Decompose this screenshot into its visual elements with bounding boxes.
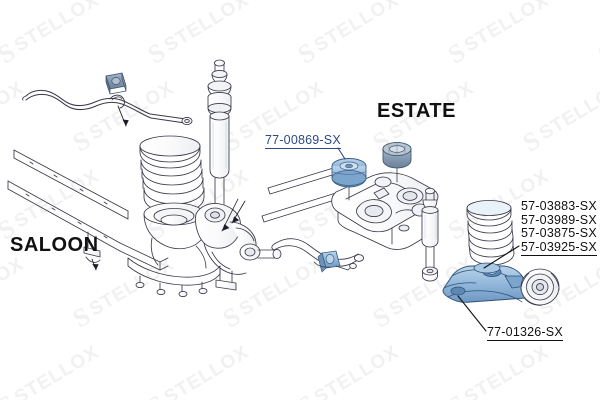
section-title-estate: ESTATE: [377, 100, 456, 122]
saloon-anti-roll-bar-bushing-clamp: [105, 72, 127, 95]
part-number-coil-spring-1[interactable]: 57-03883-SX: [521, 199, 597, 213]
estate-wheel-bearing-hub: [520, 268, 560, 306]
part-number-coil-spring-3[interactable]: 57-03875-SX: [521, 226, 597, 240]
estate-shock-absorber: [421, 187, 439, 282]
estate-anti-roll-bar-bushing: [313, 250, 357, 273]
saloon-coil-spring: [139, 135, 205, 214]
saloon-anti-roll-bar: [22, 89, 193, 126]
part-number-list-coil-springs: 57-03883-SX 57-03989-SX 57-03875-SX 57-0…: [521, 199, 597, 256]
leader-line-springs: [483, 245, 520, 269]
estate-coil-spring: [466, 200, 515, 266]
saloon-assembly: [7, 59, 282, 298]
saloon-bushing-pointer: [109, 94, 129, 127]
estate-subframe-bracket: [331, 172, 439, 250]
section-title-saloon: SALOON: [10, 234, 99, 256]
part-number-coil-spring-4[interactable]: 57-03925-SX: [521, 240, 597, 256]
part-number-coil-spring-2[interactable]: 57-03989-SX: [521, 212, 597, 227]
estate-subframe-beams: [261, 165, 343, 223]
part-number-strut-mount-bushing[interactable]: 77-00869-SX: [265, 133, 341, 149]
leader-lines: [337, 147, 520, 332]
saloon-spring-seat: [127, 202, 221, 298]
leader-line-01326: [457, 295, 487, 332]
leader-line-00869: [337, 147, 346, 160]
estate-control-arm: [442, 262, 546, 303]
estate-top-mount-cap: [382, 142, 412, 183]
estate-assembly: [261, 142, 560, 306]
saloon-hub-carrier: [195, 198, 282, 291]
part-number-control-arm-bushing[interactable]: 77-01326-SX: [487, 325, 563, 341]
estate-upper-bushing: [331, 158, 367, 201]
saloon-subframe-rail: [7, 149, 169, 271]
